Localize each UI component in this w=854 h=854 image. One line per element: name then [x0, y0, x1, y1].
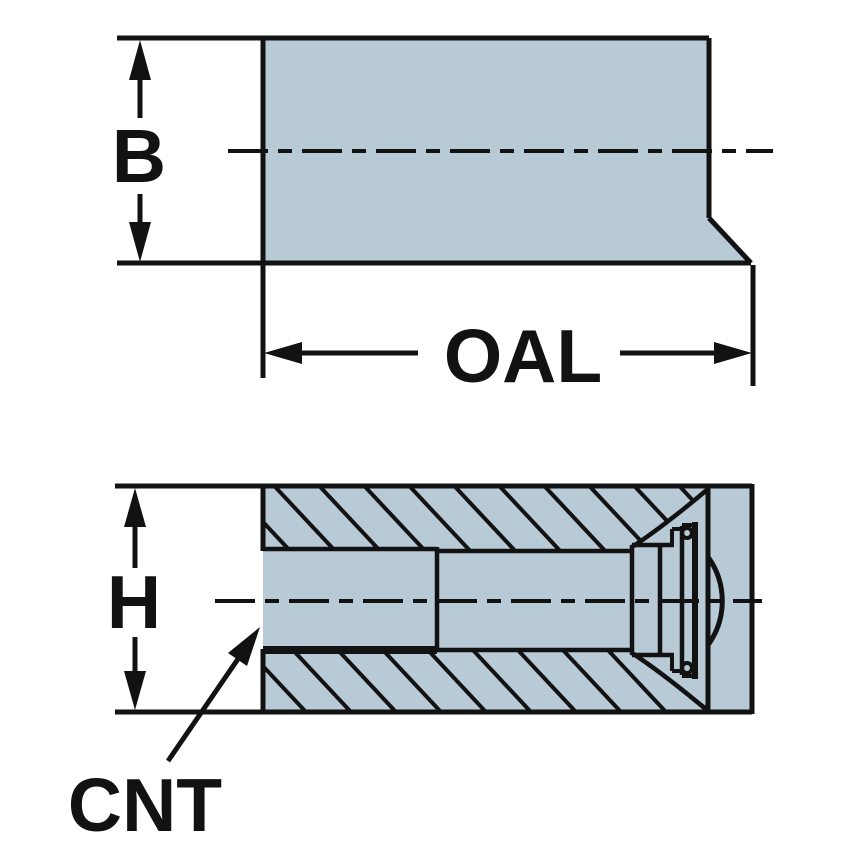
cnt-callout: CNT: [68, 627, 260, 847]
hatch-line: [308, 649, 547, 714]
b-arrow-down: [129, 222, 151, 262]
hatch-line: [533, 484, 710, 551]
b-arrow-up: [129, 40, 151, 80]
hatch-line: [263, 649, 322, 714]
hatch-line: [398, 649, 637, 714]
chamfer-edge: [707, 216, 753, 265]
top-view-outline: [117, 35, 773, 266]
b-dimension-label: B: [112, 114, 166, 198]
lock-pin-top: [680, 526, 694, 540]
hatch-line: [488, 484, 710, 551]
h-arrow-up: [124, 488, 146, 527]
hatch-line: [623, 484, 710, 551]
b-dimension: B: [112, 40, 166, 262]
hatch-line: [578, 484, 710, 551]
hatch-line: [263, 484, 502, 551]
cnt-leader-arrowhead: [228, 627, 260, 666]
hatch-line: [263, 649, 412, 714]
hatch-line: [398, 484, 637, 551]
cnt-leader-line: [165, 654, 243, 763]
hatch-line: [760, 476, 854, 727]
lock-pin-bottom: [680, 661, 694, 675]
hatch-line: [263, 649, 457, 714]
h-dimension: H: [107, 488, 161, 710]
hatch-line: [308, 484, 547, 551]
oal-dimension: OAL: [260, 265, 756, 398]
oal-arrow-right: [714, 342, 752, 364]
hatch-line: [263, 649, 502, 714]
spherical-contact-arc: [705, 555, 725, 647]
oal-dimension-label: OAL: [444, 314, 602, 398]
hatch-line: [760, 476, 854, 727]
h-arrow-down: [124, 671, 146, 710]
hatch-line: [263, 649, 367, 714]
oal-arrow-left: [264, 342, 302, 364]
pocket-cone-top: [630, 487, 710, 549]
top-view: [117, 35, 773, 266]
hatch-line: [353, 484, 592, 551]
hatch-line: [443, 484, 682, 551]
pocket-cone-bottom: [630, 651, 710, 713]
h-dimension-label: H: [107, 560, 161, 644]
hatch-line: [353, 649, 592, 714]
cnt-label: CNT: [68, 763, 222, 847]
section-view: [115, 476, 854, 727]
section-outline: [115, 483, 762, 715]
hatch-line: [443, 649, 682, 714]
